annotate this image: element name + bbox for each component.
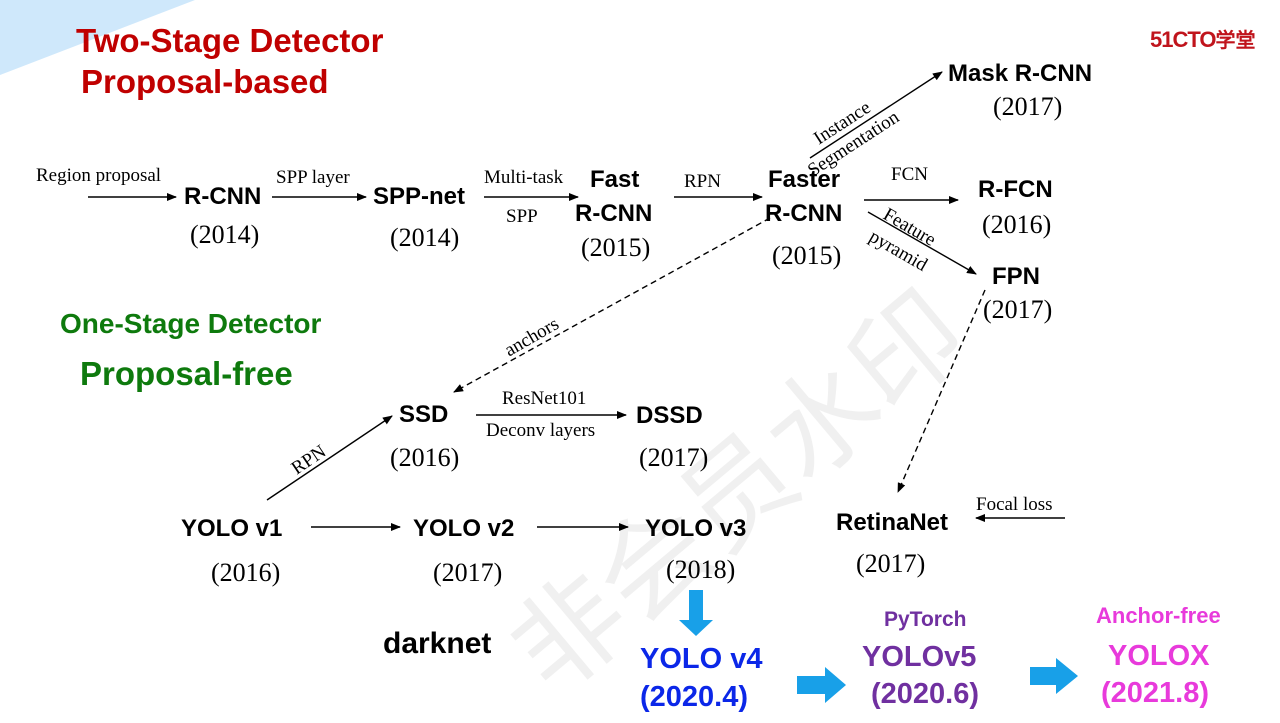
year-rcnn: (2014) <box>190 220 260 249</box>
node-rcnn: R-CNN <box>184 183 262 210</box>
node-yolo1: YOLO v1 <box>181 515 283 542</box>
node-dssd: DSSD <box>636 402 703 429</box>
edge-faster-fpn <box>867 211 977 275</box>
label-focal-loss: Focal loss <box>976 494 1053 515</box>
corner-decoration <box>0 0 195 75</box>
edge-faster-ssd <box>453 217 771 393</box>
node-fast-rcnn-line2: R-CNN <box>575 200 653 227</box>
year-rfcn: (2016) <box>982 210 1052 239</box>
year-yolo1: (2016) <box>211 558 281 587</box>
year-ssd: (2016) <box>390 443 460 472</box>
node-retinanet: RetinaNet <box>836 509 949 536</box>
logo: 51CTO学堂 <box>1150 24 1256 53</box>
edge-yolo1-ssd <box>266 415 393 501</box>
year-yolo5: (2020.6) <box>871 678 980 710</box>
two-stage-subtitle: Proposal-based <box>81 63 329 100</box>
year-yolo4: (2020.4) <box>640 681 749 713</box>
logo-text: 51CTO <box>1150 27 1217 52</box>
edge-faster-mask <box>809 71 943 159</box>
node-mask-rcnn: Mask R-CNN <box>948 60 1093 87</box>
year-retinanet: (2017) <box>856 549 926 578</box>
label-fcn: FCN <box>891 164 928 185</box>
year-fpn: (2017) <box>983 295 1053 324</box>
year-sppnet: (2014) <box>390 223 460 252</box>
one-stage-subtitle: Proposal-free <box>80 355 293 392</box>
arrow-yolo4-yolo5 <box>797 667 846 703</box>
year-yolo2: (2017) <box>433 558 503 587</box>
year-yolo3: (2018) <box>666 555 736 584</box>
tag-anchor-free: Anchor-free <box>1096 603 1221 628</box>
year-mask-rcnn: (2017) <box>993 92 1063 121</box>
node-sppnet: SPP-net <box>373 183 466 210</box>
tag-pytorch: PyTorch <box>884 608 967 631</box>
label-rpn-top: RPN <box>684 171 721 192</box>
year-faster-rcnn: (2015) <box>772 241 842 270</box>
node-yolo4: YOLO v4 <box>640 643 763 675</box>
node-rfcn: R-FCN <box>978 176 1053 203</box>
darknet-label: darknet <box>383 627 492 660</box>
edge-fpn-retina <box>897 289 986 493</box>
label-spp: SPP <box>506 206 538 227</box>
label-deconv-layers: Deconv layers <box>486 420 596 441</box>
year-fast-rcnn: (2015) <box>581 233 651 262</box>
two-stage-title: Two-Stage Detector <box>76 22 384 59</box>
node-yolo5: YOLOv5 <box>862 641 977 673</box>
label-spp-layer: SPP layer <box>276 167 350 188</box>
node-ssd: SSD <box>399 401 449 428</box>
year-dssd: (2017) <box>639 443 709 472</box>
arrow-yolo3-yolo4 <box>679 590 713 636</box>
node-fpn: FPN <box>992 263 1040 290</box>
node-yolox: YOLOX <box>1108 640 1210 672</box>
label-multi-task: Multi-task <box>484 167 564 188</box>
logo-suffix: 学堂 <box>1215 28 1256 52</box>
node-faster-rcnn-line2: R-CNN <box>765 200 843 227</box>
node-yolo3: YOLO v3 <box>645 515 747 542</box>
one-stage-title: One-Stage Detector <box>60 308 322 339</box>
node-yolo2: YOLO v2 <box>413 515 515 542</box>
year-yolox: (2021.8) <box>1101 677 1210 709</box>
node-fast-rcnn-line1: Fast <box>590 166 640 193</box>
label-region-proposal: Region proposal <box>36 165 162 186</box>
label-resnet101: ResNet101 <box>502 388 587 409</box>
arrow-yolo5-yolox <box>1030 658 1078 694</box>
node-faster-rcnn-line1: Faster <box>768 166 841 193</box>
